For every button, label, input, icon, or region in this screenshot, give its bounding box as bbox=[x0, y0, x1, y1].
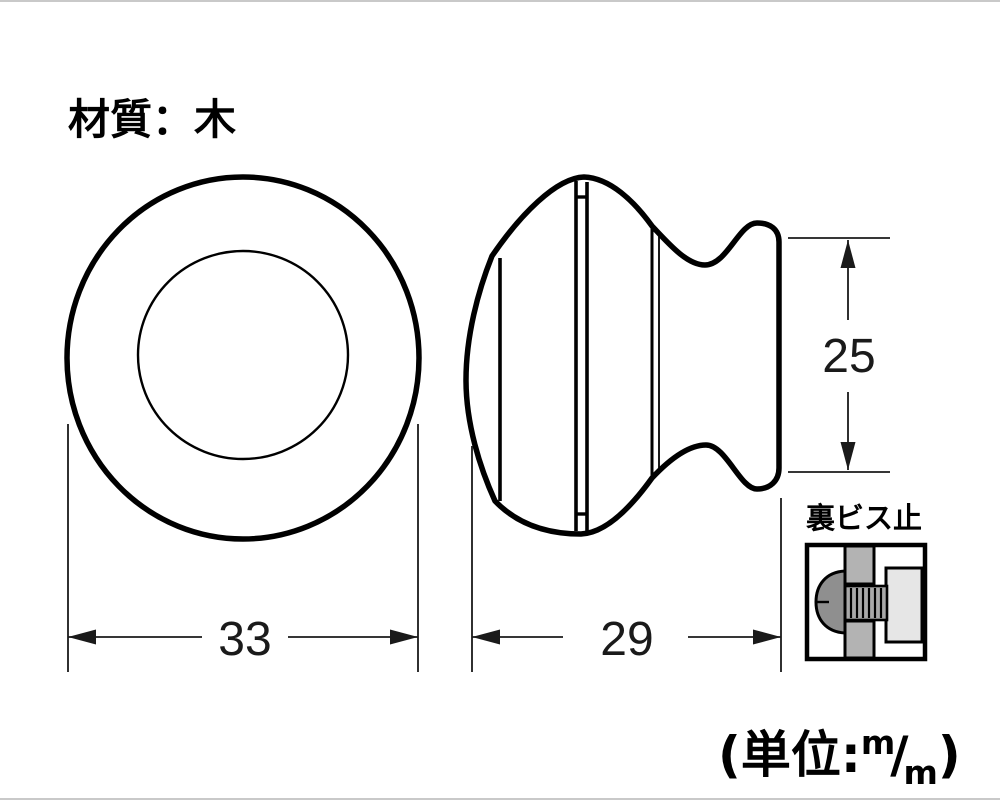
knob-profile bbox=[463, 174, 782, 537]
dim-arrow-down-icon bbox=[840, 442, 856, 470]
unit-note: (単位:m∕m) bbox=[718, 723, 961, 792]
unit-slash: ∕ bbox=[890, 726, 909, 784]
unit-open: (単位: bbox=[718, 726, 861, 784]
dim-value-29: 29 bbox=[600, 613, 653, 666]
unit-m-bottom: m bbox=[904, 753, 938, 792]
dimension-33 bbox=[67, 424, 419, 672]
front-outer-circle bbox=[64, 174, 422, 542]
dim-value-25: 25 bbox=[822, 330, 875, 383]
dim-arrow-left-icon bbox=[68, 629, 96, 645]
side-view bbox=[463, 174, 782, 537]
dim-arrow-right-icon bbox=[753, 629, 781, 645]
screw-threads bbox=[849, 588, 883, 618]
screw-detail-label: 裏ビス止 bbox=[806, 501, 922, 535]
dim-value-33: 33 bbox=[218, 613, 271, 666]
front-inner-circle bbox=[136, 249, 350, 461]
front-view bbox=[64, 174, 422, 542]
unit-m-top: m bbox=[861, 723, 895, 762]
dim-arrow-left-icon bbox=[472, 629, 500, 645]
dim-arrow-up-icon bbox=[840, 240, 856, 268]
dimension-25 bbox=[788, 237, 890, 473]
unit-close: ) bbox=[938, 726, 961, 784]
dimension-29 bbox=[471, 446, 782, 672]
dim-arrow-right-icon bbox=[390, 629, 418, 645]
screw-head bbox=[814, 569, 847, 635]
panel-bar-bottom bbox=[843, 619, 876, 660]
knob-back-block bbox=[884, 566, 924, 644]
screw-detail: 裏ビス止 bbox=[804, 501, 928, 662]
panel-bar-top bbox=[843, 544, 876, 586]
seam-lines bbox=[574, 181, 589, 531]
material-label: 材質：木 bbox=[68, 95, 236, 144]
